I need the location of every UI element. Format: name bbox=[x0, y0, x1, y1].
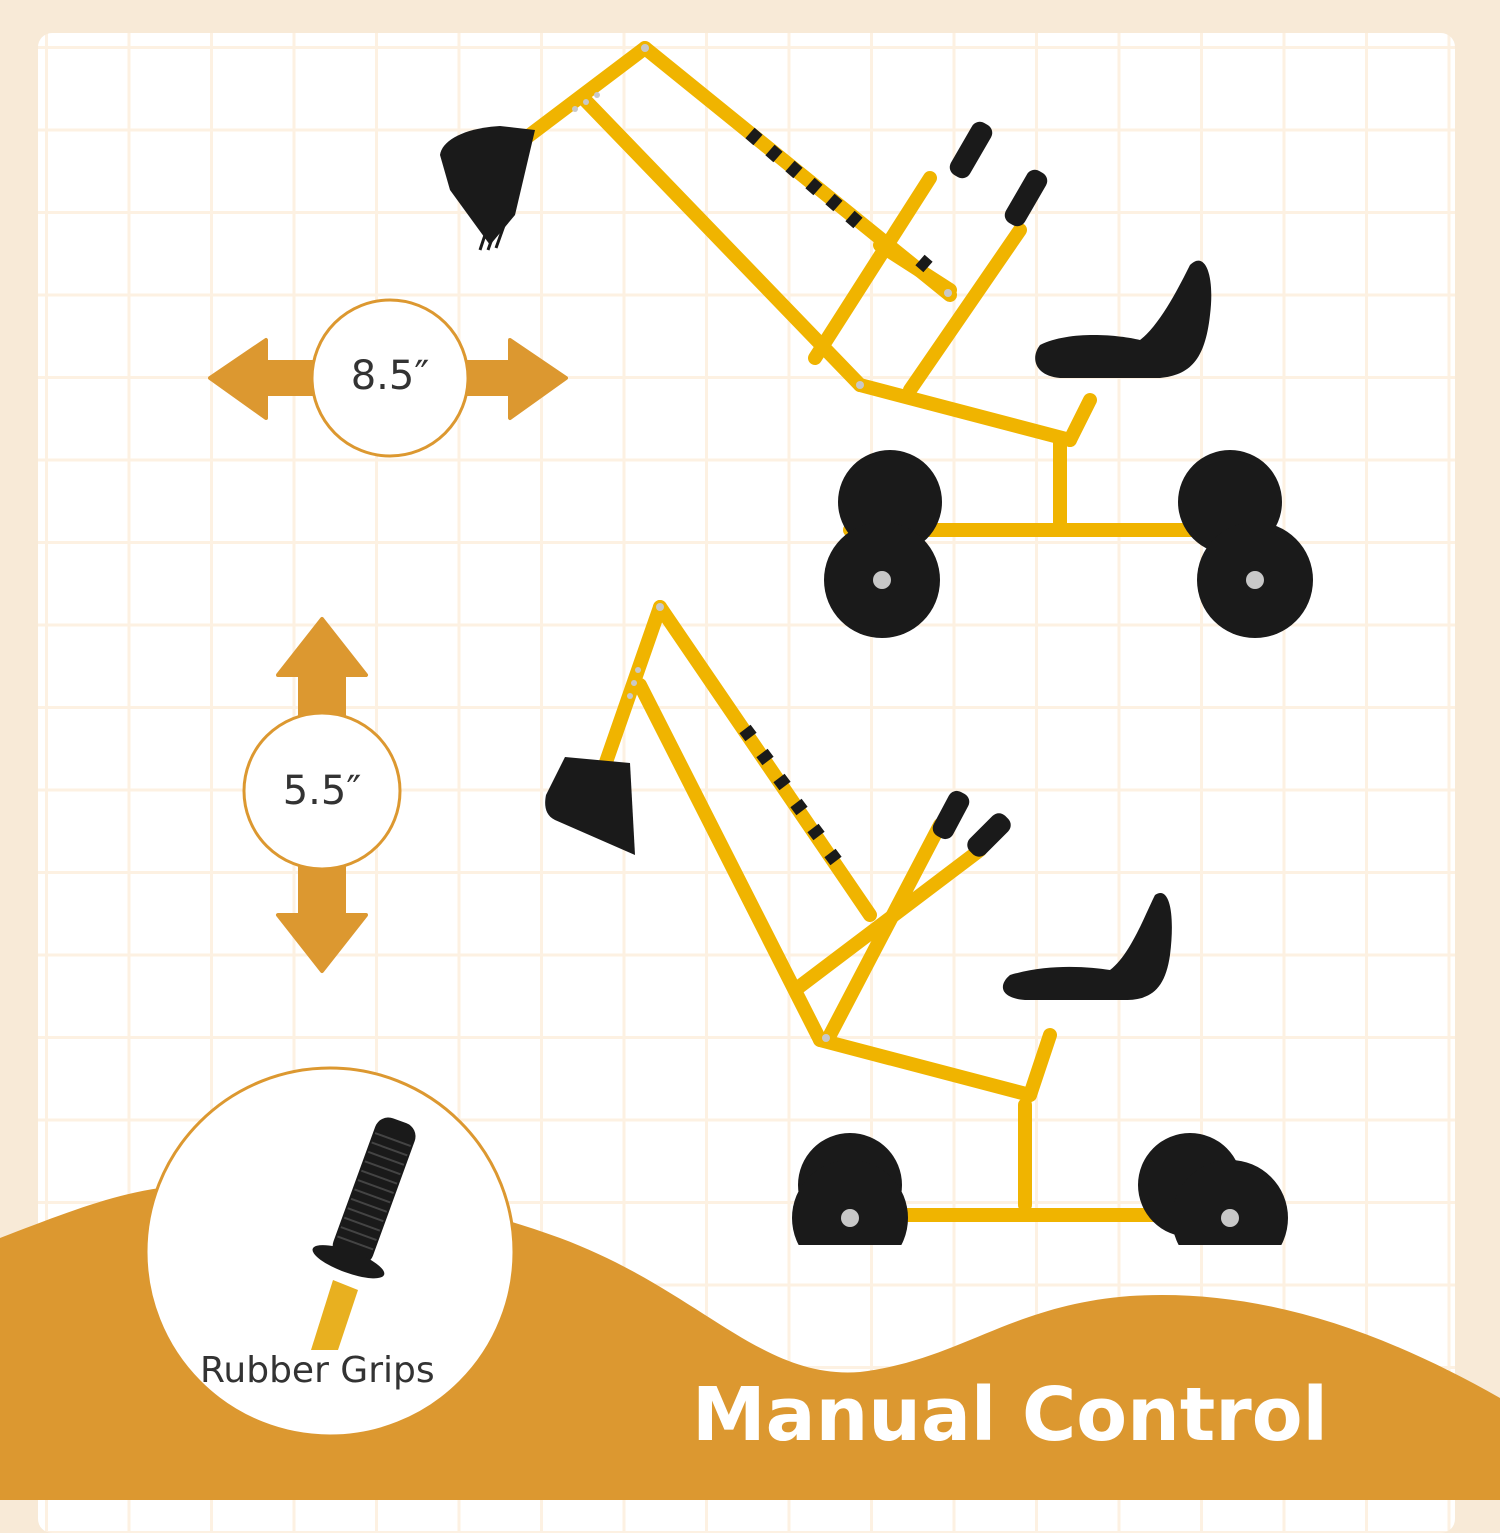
wheel-icon bbox=[824, 450, 1313, 638]
bucket-icon bbox=[545, 757, 635, 855]
double-arrow-vertical-icon bbox=[242, 617, 402, 973]
dimension-vertical-label: 5.5″ bbox=[282, 768, 362, 814]
double-arrow-horizontal-icon bbox=[208, 298, 568, 458]
bucket-icon bbox=[440, 126, 535, 245]
dimension-horizontal-label: 8.5″ bbox=[350, 353, 430, 399]
rubber-grips-callout: Rubber Grips bbox=[143, 1065, 517, 1439]
dimension-vertical: 5.5″ bbox=[238, 615, 406, 975]
excavator-raised-image bbox=[545, 600, 1288, 1245]
wheel-icon bbox=[792, 1133, 1288, 1245]
dimension-horizontal: 8.5″ bbox=[208, 298, 568, 460]
rubber-grips-label: Rubber Grips bbox=[200, 1350, 435, 1391]
excavator-extended-image bbox=[440, 41, 1313, 638]
headline-manual-control: Manual Control bbox=[692, 1372, 1328, 1458]
rubber-grip-icon bbox=[144, 1066, 516, 1438]
